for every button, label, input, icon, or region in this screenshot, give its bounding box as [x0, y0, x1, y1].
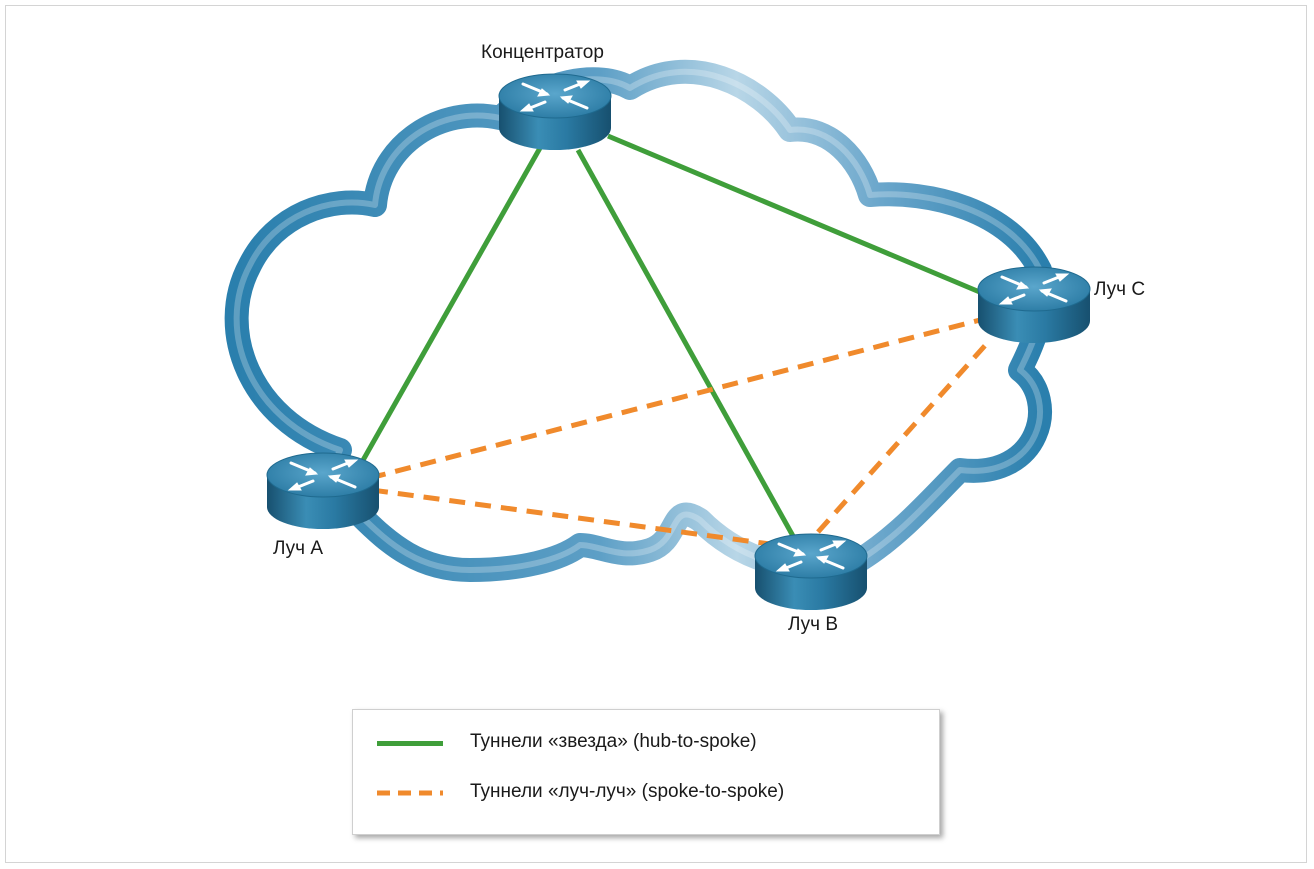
- tunnel-hub-spoke-c: [607, 133, 983, 296]
- spoke-c-label: Луч C: [1094, 279, 1146, 300]
- router-icon: [265, 451, 381, 531]
- legend-label-spoke-to-spoke: Туннели «луч-луч» (spoke-to-spoke): [470, 781, 785, 802]
- tunnel-spoke-a-spoke-b: [371, 487, 771, 547]
- tunnel-spoke-a-spoke-c: [369, 317, 981, 481]
- spoke-b-label: Луч B: [788, 614, 839, 635]
- tunnel-hub-spoke-a: [359, 146, 543, 464]
- legend-label-hub-to-spoke: Туннели «звезда» (hub-to-spoke): [470, 731, 757, 752]
- router-icon: [976, 265, 1092, 345]
- diagram-frame: [5, 5, 1307, 863]
- tunnel-hub-spoke-b: [575, 148, 796, 538]
- solid-green-line-icon: [377, 741, 443, 746]
- hub-to-spoke-tunnels: [359, 133, 983, 538]
- router-icon: [753, 532, 869, 612]
- router-icon: [497, 72, 613, 152]
- hub-label: Концентратор: [481, 42, 604, 63]
- spoke-to-spoke-tunnels: [369, 317, 992, 547]
- legend: Туннели «звезда» (hub-to-spoke) Туннели …: [352, 709, 940, 835]
- legend-item-spoke-to-spoke: Туннели «луч-луч» (spoke-to-spoke): [353, 778, 939, 808]
- legend-item-hub-to-spoke: Туннели «звезда» (hub-to-spoke): [353, 728, 939, 758]
- tunnel-spoke-b-spoke-c: [816, 338, 992, 534]
- spoke-a-label: Луч A: [273, 538, 324, 559]
- dashed-orange-line-icon: [377, 790, 443, 796]
